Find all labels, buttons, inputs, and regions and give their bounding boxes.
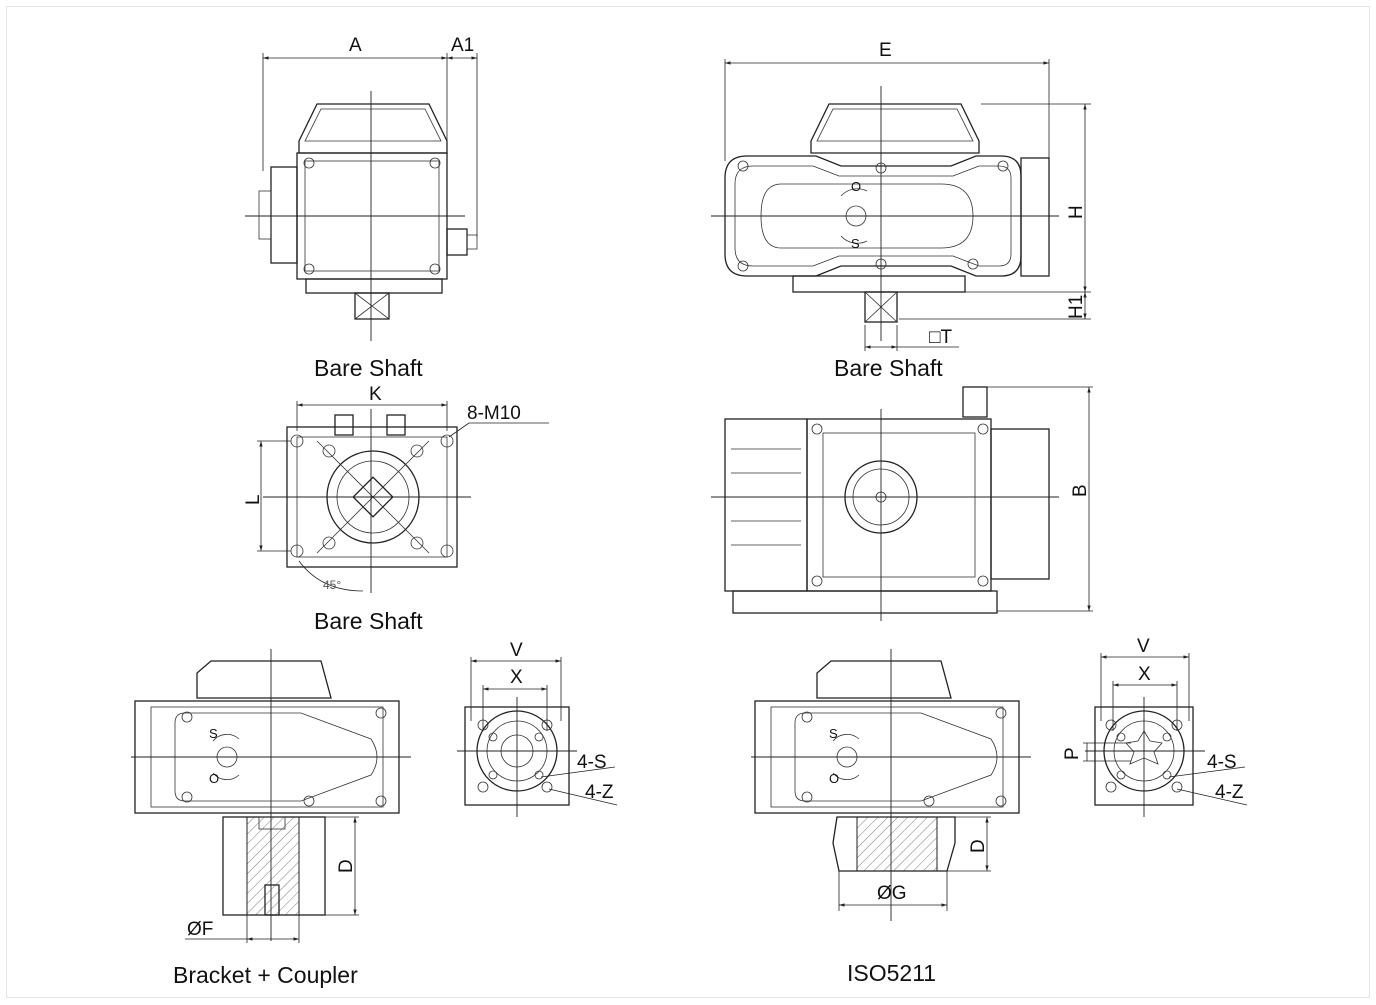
view-top-right: B <box>711 386 1093 621</box>
view-bracket-coupler: S O D ØF <box>131 649 411 943</box>
dim-label-angle: 45° <box>323 578 341 592</box>
shut-mark-front: S <box>851 236 860 251</box>
dim-label-d-bracket: D <box>336 859 357 873</box>
dim-label-bolts: 8-M10 <box>467 403 521 424</box>
caption-top-left: Bare Shaft <box>314 355 423 381</box>
caption-middle-left: Bare Shaft <box>314 608 423 634</box>
view-bottom-left: K 8-M10 L 45° <box>243 384 549 593</box>
dim-label-a: A <box>349 35 362 56</box>
dim-label-h: H <box>1066 205 1087 219</box>
open-mark-bracket: O <box>209 771 219 786</box>
open-mark-front: O <box>851 179 861 194</box>
dim-label-v-right: V <box>1137 636 1150 657</box>
dim-label-e: E <box>879 40 892 61</box>
shut-mark-bracket: S <box>209 726 218 741</box>
view-flange-left: V X 4-S 4-Z <box>457 640 618 817</box>
dim-label-k: K <box>369 384 382 405</box>
caption-top-right: Bare Shaft <box>834 355 943 381</box>
dim-label-v-left: V <box>510 640 523 661</box>
dim-label-b: B <box>1070 484 1091 497</box>
drawing-frame: A A1 Bare Shaft O S E H H1 <box>6 6 1370 998</box>
dim-label-4z-right: 4-Z <box>1215 782 1244 803</box>
caption-bottom-left: Bracket + Coupler <box>173 962 358 988</box>
dim-label-x-left: X <box>510 667 523 688</box>
open-mark-iso: O <box>829 771 839 786</box>
view-iso5211: S O D ØG <box>751 649 1031 921</box>
dim-label-4z-left: 4-Z <box>585 782 614 803</box>
dim-label-x-right: X <box>1138 664 1151 685</box>
dim-label-h1: H1 <box>1066 295 1087 319</box>
caption-bottom-right: ISO5211 <box>847 960 936 986</box>
dim-label-4s-right: 4-S <box>1207 752 1237 773</box>
view-front-right: O S E H H1 □T <box>711 40 1091 351</box>
dim-label-f: ØF <box>187 919 213 940</box>
view-side-left: A A1 <box>245 35 478 341</box>
technical-drawing: A A1 Bare Shaft O S E H H1 <box>131 35 1248 988</box>
dim-label-l: L <box>243 494 264 505</box>
dim-label-t: □T <box>929 327 952 348</box>
dim-label-a1: A1 <box>451 35 474 56</box>
dim-label-4s-left: 4-S <box>577 752 607 773</box>
dim-label-d-iso: D <box>968 839 989 853</box>
shut-mark-iso: S <box>829 726 838 741</box>
dim-label-p: P <box>1062 747 1083 760</box>
view-flange-right: V X P 4-S 4-Z <box>1062 636 1248 817</box>
dim-label-g: ØG <box>877 883 907 904</box>
